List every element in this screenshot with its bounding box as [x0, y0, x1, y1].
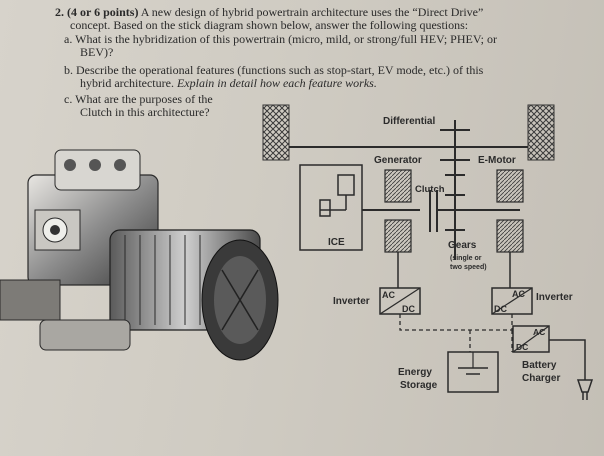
differential-gear	[440, 120, 470, 170]
part-c-text-1: What are the purposes of the	[75, 92, 213, 106]
left-inverter-dc: DC	[402, 304, 415, 314]
energy-storage-label-1: Energy	[398, 367, 432, 378]
question-points: (4 or 6 points)	[67, 5, 139, 19]
charger-converter-box	[512, 325, 550, 353]
part-c-label: c.	[64, 92, 73, 106]
emotor-lower	[496, 219, 524, 253]
energy-storage-box	[447, 351, 499, 393]
battery-charger-label-2: Charger	[522, 373, 560, 384]
power-links	[397, 252, 511, 288]
rear-left-wheel	[262, 104, 290, 161]
question-number: 2.	[55, 5, 64, 19]
emotor-label: E-Motor	[478, 155, 516, 166]
right-inverter-label: Inverter	[536, 292, 573, 303]
part-b-text-1: Describe the operational features (funct…	[76, 63, 484, 77]
gears-note-1: (single or	[450, 255, 482, 262]
emotor-upper	[496, 169, 524, 203]
ice-label: ICE	[328, 237, 345, 248]
battery-charger-label-1: Battery	[522, 360, 557, 371]
part-c-text-2: Clutch in this architecture?	[80, 105, 210, 119]
rear-right-wheel	[527, 104, 555, 161]
powertrain-illustration	[0, 149, 279, 361]
part-c-line-1: c. What are the purposes of the	[64, 93, 213, 106]
plug-icon	[549, 339, 594, 400]
part-a-text-1: What is the hybridization of this powert…	[75, 32, 497, 46]
charger-ac: AC	[533, 327, 545, 337]
part-b-line-2: hybrid architecture. Explain in detail h…	[80, 77, 377, 90]
clutch-label: Clutch	[415, 184, 445, 195]
generator-upper	[384, 169, 412, 203]
energy-storage-label-2: Storage	[400, 380, 438, 391]
right-inverter-ac: AC	[512, 289, 525, 299]
gears-note-2: two speed)	[450, 264, 487, 271]
part-b-label: b.	[64, 63, 73, 77]
right-inverter-dc: DC	[494, 304, 507, 314]
generator-lower	[384, 219, 412, 253]
question-intro-2: concept. Based on the stick diagram show…	[70, 18, 469, 32]
clutch	[429, 190, 438, 232]
gear-set	[445, 174, 465, 231]
left-inverter-label: Inverter	[333, 296, 370, 307]
part-a-text-2: BEV)?	[80, 45, 114, 59]
part-a-label: a.	[64, 32, 73, 46]
question-line-1: 2. (4 or 6 points) A new design of hybri…	[55, 6, 483, 19]
gears-label: Gears	[448, 240, 477, 251]
ice-piston	[319, 174, 355, 217]
part-a-line-1: a. What is the hybridization of this pow…	[64, 33, 497, 46]
differential-label: Differential	[383, 116, 435, 127]
part-b-line-1: b. Describe the operational features (fu…	[64, 64, 483, 77]
part-b-text-2: hybrid architecture.	[80, 76, 174, 90]
generator-label: Generator	[374, 155, 422, 166]
dc-bus	[399, 314, 513, 352]
charger-dc: DC	[516, 342, 528, 352]
question-intro-1: A new design of hybrid powertrain archit…	[140, 5, 484, 19]
part-b-text-2-italic: Explain in detail how each feature works…	[176, 76, 377, 90]
left-inverter-ac: AC	[382, 290, 395, 300]
ice-box	[299, 164, 363, 251]
